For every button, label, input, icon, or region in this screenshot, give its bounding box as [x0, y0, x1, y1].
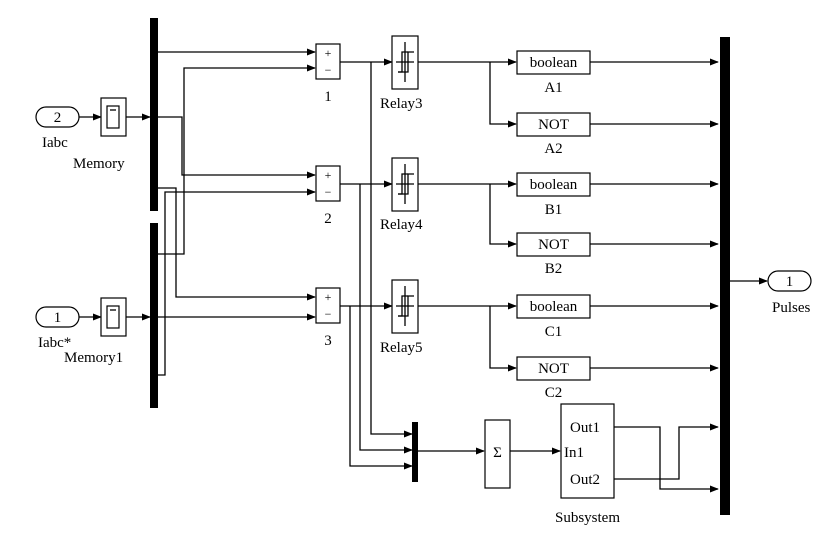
demux-bar-bottom[interactable]	[150, 223, 158, 408]
wire-mux1-c	[158, 187, 316, 301]
memory1-block[interactable]	[100, 297, 127, 337]
memory1-label: Memory1	[64, 350, 123, 366]
inport-iabc[interactable]: 2	[35, 106, 80, 128]
sum3-plus: +	[325, 290, 332, 304]
sum1-label: 1	[324, 89, 332, 105]
subsystem-in1: In1	[564, 445, 584, 461]
relay5-label: Relay5	[380, 340, 423, 356]
wire-out2-outmux	[614, 423, 719, 480]
inport-iabc-ref-label: Iabc*	[38, 335, 71, 351]
sum2-label: 2	[324, 211, 332, 227]
boolean-b1-text: boolean	[530, 177, 578, 193]
b2-label: B2	[545, 261, 563, 277]
relay3-label: Relay3	[380, 96, 423, 112]
mux-bar-bottom[interactable]	[412, 422, 418, 482]
subsystem-out1: Out1	[570, 420, 600, 436]
boolean-a1-text: boolean	[530, 55, 578, 71]
sigma-block[interactable]: Σ	[484, 419, 511, 489]
subsystem-label: Subsystem	[555, 510, 620, 526]
inport-iabc-number: 2	[54, 110, 62, 126]
relay3-block[interactable]	[391, 35, 419, 90]
wire-relay5-c2	[489, 306, 517, 372]
mux-bar-output[interactable]	[720, 37, 730, 515]
wire-sum1-bottommux	[370, 62, 413, 438]
sum-block-3[interactable]: + −	[315, 287, 341, 324]
wire-mux2-b	[158, 188, 316, 376]
not-block-c2[interactable]: NOT	[516, 356, 591, 381]
sum1-minus: −	[325, 63, 332, 77]
not-block-b2[interactable]: NOT	[516, 232, 591, 257]
wire-relay3-a2	[489, 62, 517, 128]
relay4-label: Relay4	[380, 217, 423, 233]
subsystem-out2: Out2	[570, 472, 600, 488]
sum2-plus: +	[325, 168, 332, 182]
wire-out1-outmux	[614, 426, 719, 493]
wire-mux1-b	[158, 116, 316, 179]
memory-block[interactable]	[100, 97, 127, 137]
outport-pulses-number: 1	[786, 274, 794, 290]
boolean-c1-text: boolean	[530, 299, 578, 315]
memory-label: Memory	[73, 156, 125, 172]
a2-label: A2	[544, 141, 562, 157]
outport-pulses-label: Pulses	[772, 300, 811, 316]
sigma-text: Σ	[493, 445, 502, 461]
wire-sum2-bottommux	[359, 184, 413, 454]
wire-sum3-bottommux	[349, 306, 413, 470]
wire-relay4-b2	[489, 184, 517, 248]
not-block-a2[interactable]: NOT	[516, 112, 591, 137]
sum3-minus: −	[325, 307, 332, 321]
outport-pulses[interactable]: 1	[767, 270, 812, 292]
inport-iabc-ref-number: 1	[54, 310, 62, 326]
boolean-block-a1[interactable]: boolean	[516, 50, 591, 75]
a1-label: A1	[544, 80, 562, 96]
inport-iabc-label: Iabc	[42, 135, 68, 151]
not-c2-text: NOT	[538, 361, 569, 377]
sum-block-1[interactable]: + −	[315, 43, 341, 80]
not-b2-text: NOT	[538, 237, 569, 253]
b1-label: B1	[545, 202, 563, 218]
boolean-block-b1[interactable]: boolean	[516, 172, 591, 197]
sum3-label: 3	[324, 333, 332, 349]
not-a2-text: NOT	[538, 117, 569, 133]
signal-lines	[79, 48, 768, 493]
sum-block-2[interactable]: + −	[315, 165, 341, 202]
inport-iabc-ref[interactable]: 1	[35, 306, 80, 328]
relay5-block[interactable]	[391, 279, 419, 334]
wire-mux2-a	[158, 64, 316, 255]
sum2-minus: −	[325, 185, 332, 199]
boolean-block-c1[interactable]: boolean	[516, 294, 591, 319]
subsystem-block[interactable]: Out1 In1 Out2	[560, 403, 615, 499]
demux-bar-top[interactable]	[150, 18, 158, 211]
c1-label: C1	[545, 324, 563, 340]
sum1-plus: +	[325, 46, 332, 60]
relay4-block[interactable]	[391, 157, 419, 212]
c2-label: C2	[545, 385, 563, 401]
